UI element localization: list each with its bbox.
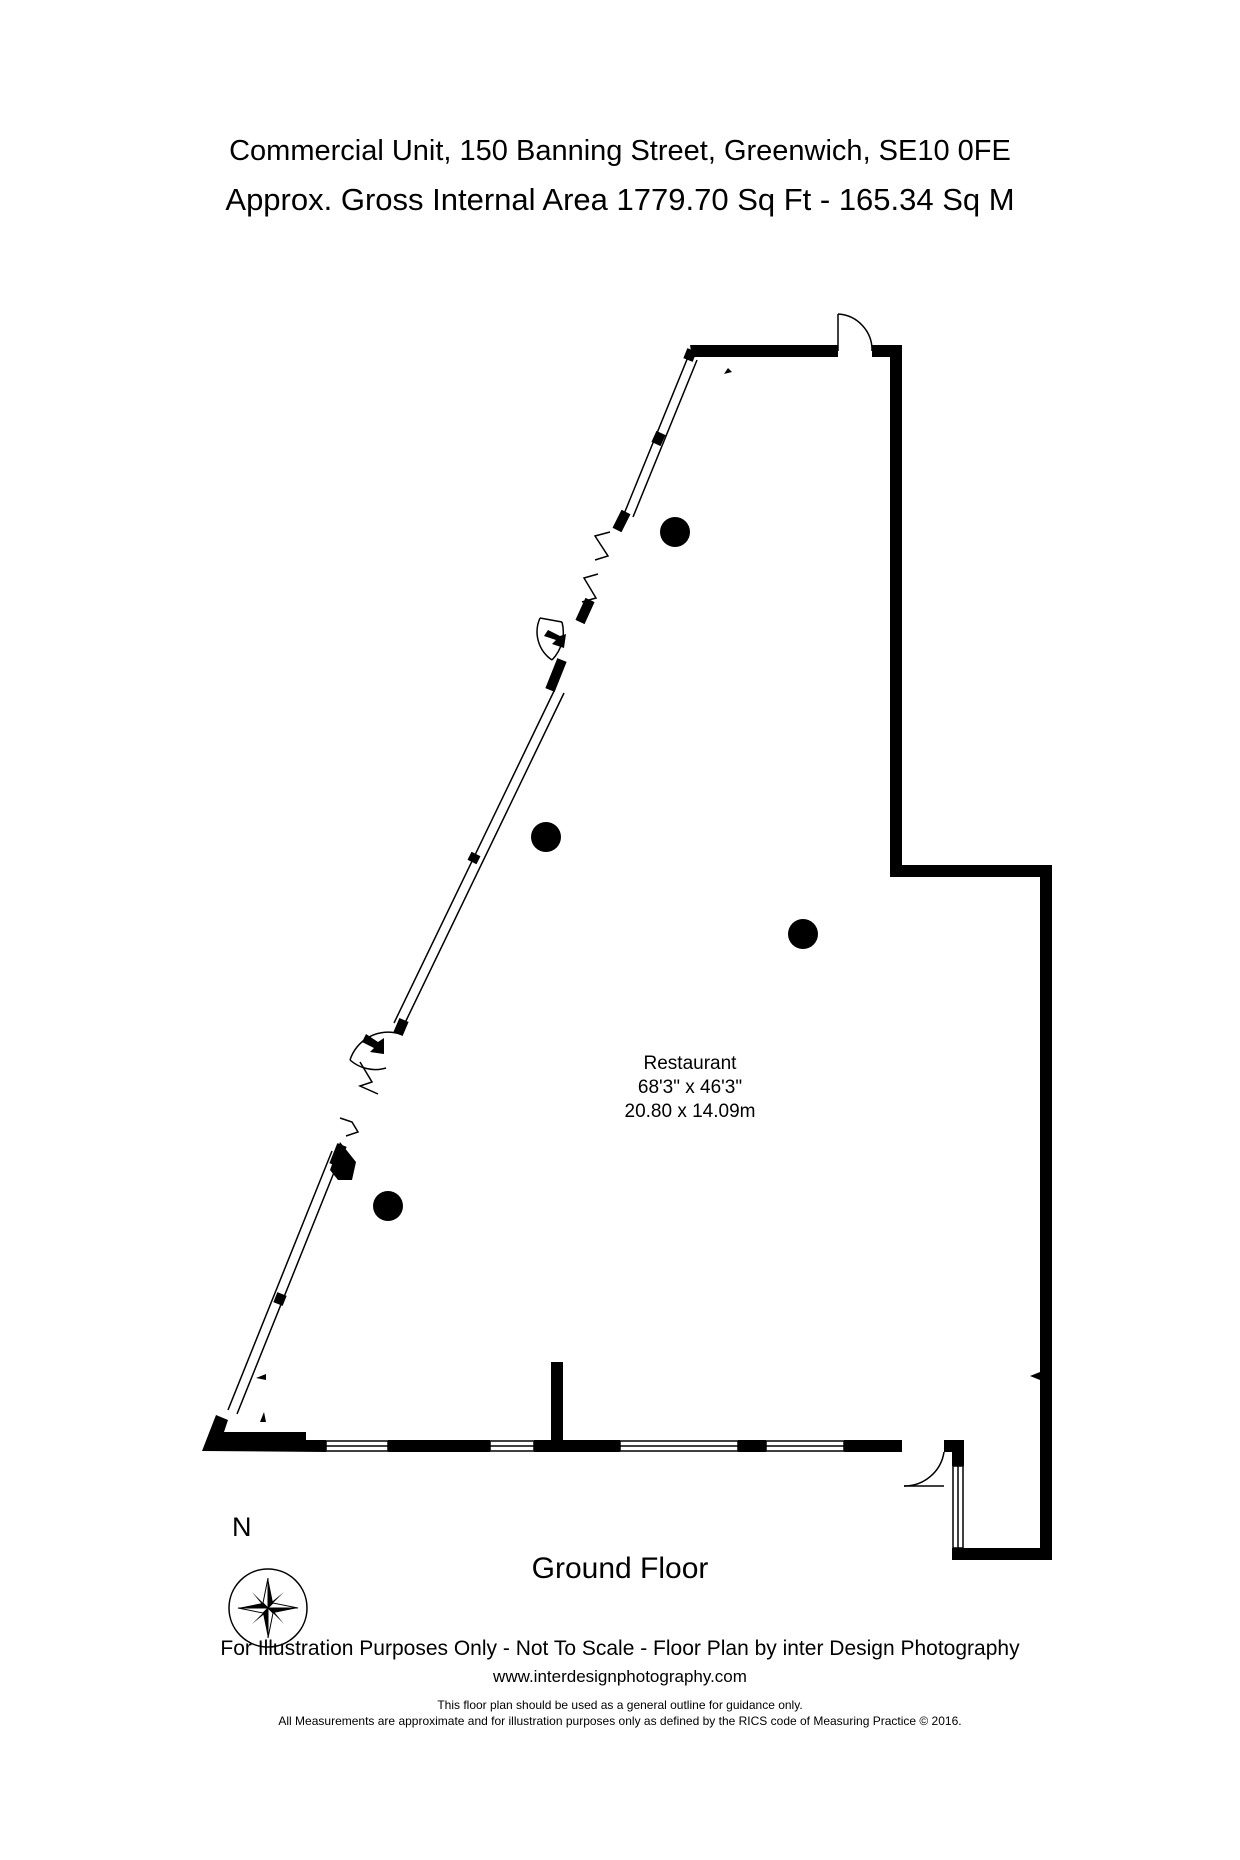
room-dimensions-metric: 20.80 x 14.09m: [624, 1101, 756, 1122]
step-wall: [890, 865, 1052, 877]
bottom-left-corner: [202, 1415, 326, 1452]
footer-note-rics: All Measurements are approximate and for…: [278, 1714, 962, 1728]
bottom-windows: [325, 1440, 964, 1549]
door-top-right: [837, 313, 873, 352]
column-1: [660, 517, 690, 547]
diagonal-block: [330, 1142, 356, 1180]
bifold-marks: [339, 531, 611, 1137]
footer-website: www.interdesignphotography.com: [493, 1667, 747, 1686]
room-dimensions-imperial: 68'3" x 46'3": [637, 1077, 743, 1098]
column-2: [531, 822, 561, 852]
diagonal-pier-1: [651, 430, 666, 447]
top-wall: [690, 345, 838, 357]
room-name: Restaurant: [643, 1053, 737, 1074]
column-3: [788, 919, 818, 949]
footer-disclaimer: For Illustration Purposes Only - Not To …: [220, 1637, 1020, 1660]
diagonal-pier-8: [273, 1292, 287, 1306]
right-upper-wall: [890, 345, 902, 877]
arrow-lower-icon: [362, 1034, 384, 1054]
bottom-wall-seg1: [388, 1440, 490, 1452]
interior-partition: [551, 1362, 563, 1446]
diagonal-pier-3: [575, 597, 595, 625]
diagonal-glazing: [227, 348, 698, 1415]
diagonal-pier-top: [683, 348, 697, 362]
footer-note-guidance: This floor plan should be used as a gene…: [437, 1698, 803, 1712]
lobby-wall-top: [944, 1440, 964, 1452]
bottom-wall-seg3: [738, 1440, 766, 1452]
doors: [349, 313, 945, 1487]
columns: [373, 517, 818, 1221]
floor-name: Ground Floor: [531, 1552, 709, 1585]
arrow-upper-icon: [544, 630, 566, 648]
gross-internal-area: Approx. Gross Internal Area 1779.70 Sq F…: [225, 182, 1015, 217]
diagonal-pier-4: [545, 658, 567, 692]
exterior-walls: [202, 345, 1052, 1560]
bottom-wall-seg2: [534, 1440, 620, 1452]
compass-north-label: N: [232, 1512, 252, 1542]
diagonal-pier-5: [467, 851, 481, 865]
bottom-right-wall: [952, 1548, 1052, 1560]
door-bottom-right: [903, 1451, 945, 1487]
bottom-wall-seg4: [844, 1440, 902, 1452]
diagonal-pier-2: [612, 509, 631, 533]
entry-markers: [256, 368, 1040, 1422]
direction-arrows: [362, 630, 566, 1054]
compass-rose-icon: [228, 1568, 308, 1648]
property-address: Commercial Unit, 150 Banning Street, Gre…: [229, 135, 1011, 167]
column-4: [373, 1191, 403, 1221]
right-lower-wall: [1040, 865, 1052, 1560]
diagonal-pier-6: [393, 1018, 409, 1036]
